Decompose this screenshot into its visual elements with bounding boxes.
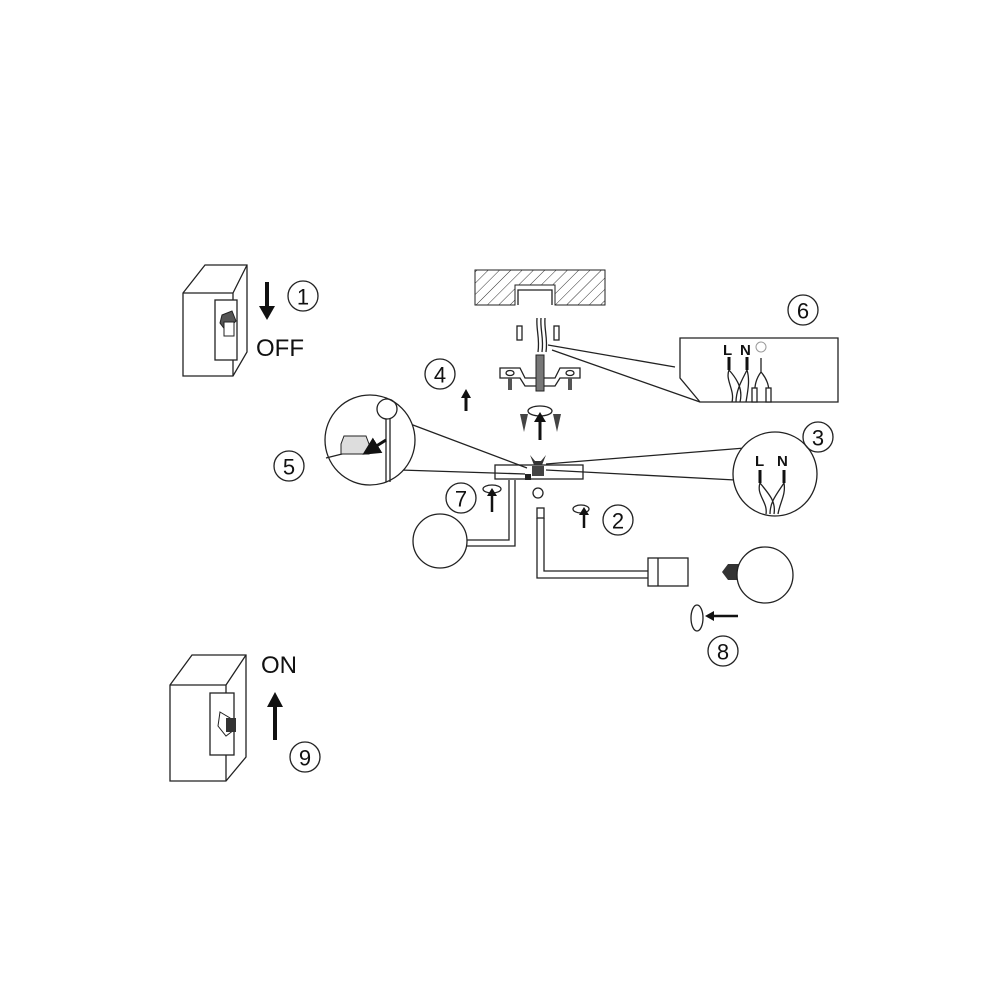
step-badge-8: 8: [707, 635, 739, 667]
step-badge-9: 9: [289, 741, 321, 773]
cable-gland-detail: [324, 394, 528, 486]
lamp-arm-right: [536, 507, 689, 587]
ring-nut-icon-8: [690, 604, 738, 632]
terminal-detail: [545, 431, 818, 517]
svg-text:5: 5: [283, 455, 295, 480]
step-badge-5: 5: [273, 450, 305, 482]
supply-wires: [516, 317, 560, 353]
step-badge-6: 6: [787, 294, 819, 326]
wiring-detail-box: [547, 337, 839, 403]
step-badge-7: 7: [445, 482, 477, 514]
ceiling: [474, 269, 606, 306]
step-badge-3: 3: [802, 421, 834, 453]
mounting-bracket: [499, 354, 581, 392]
canopy: [494, 455, 584, 480]
step-badge-1: 1: [287, 280, 319, 312]
arrow-up-icon: [267, 692, 283, 740]
svg-text:7: 7: [455, 487, 467, 512]
step-badge-2: 2: [602, 504, 634, 536]
svg-text:9: 9: [299, 746, 311, 771]
light-bulb-icon: [722, 546, 794, 604]
svg-text:1: 1: [297, 285, 309, 310]
neutral-label: N: [740, 342, 751, 359]
on-label: ON: [261, 652, 297, 679]
svg-text:6: 6: [797, 299, 809, 324]
svg-text:4: 4: [434, 363, 446, 388]
svg-text:2: 2: [612, 509, 624, 534]
ring-nut-icon-2: [572, 504, 590, 528]
svg-text:8: 8: [717, 640, 729, 665]
cap-nut: [532, 487, 544, 499]
off-label: OFF: [256, 335, 304, 362]
live-label: L: [723, 342, 732, 359]
rotate-arrow-icon: [527, 405, 553, 440]
step-4-arrow-icon: [461, 389, 471, 411]
ring-nut-icon-7: [482, 484, 502, 512]
screws-icon: [520, 414, 561, 432]
wall-switch-off: [182, 264, 248, 377]
arrow-down-icon: [259, 282, 275, 320]
lamp-arm-left: [412, 480, 516, 569]
wall-switch-on: [169, 654, 247, 782]
live-label-3: L: [755, 453, 764, 470]
svg-text:3: 3: [812, 426, 824, 451]
neutral-label-3: N: [777, 453, 788, 470]
step-badge-4: 4: [424, 358, 456, 390]
